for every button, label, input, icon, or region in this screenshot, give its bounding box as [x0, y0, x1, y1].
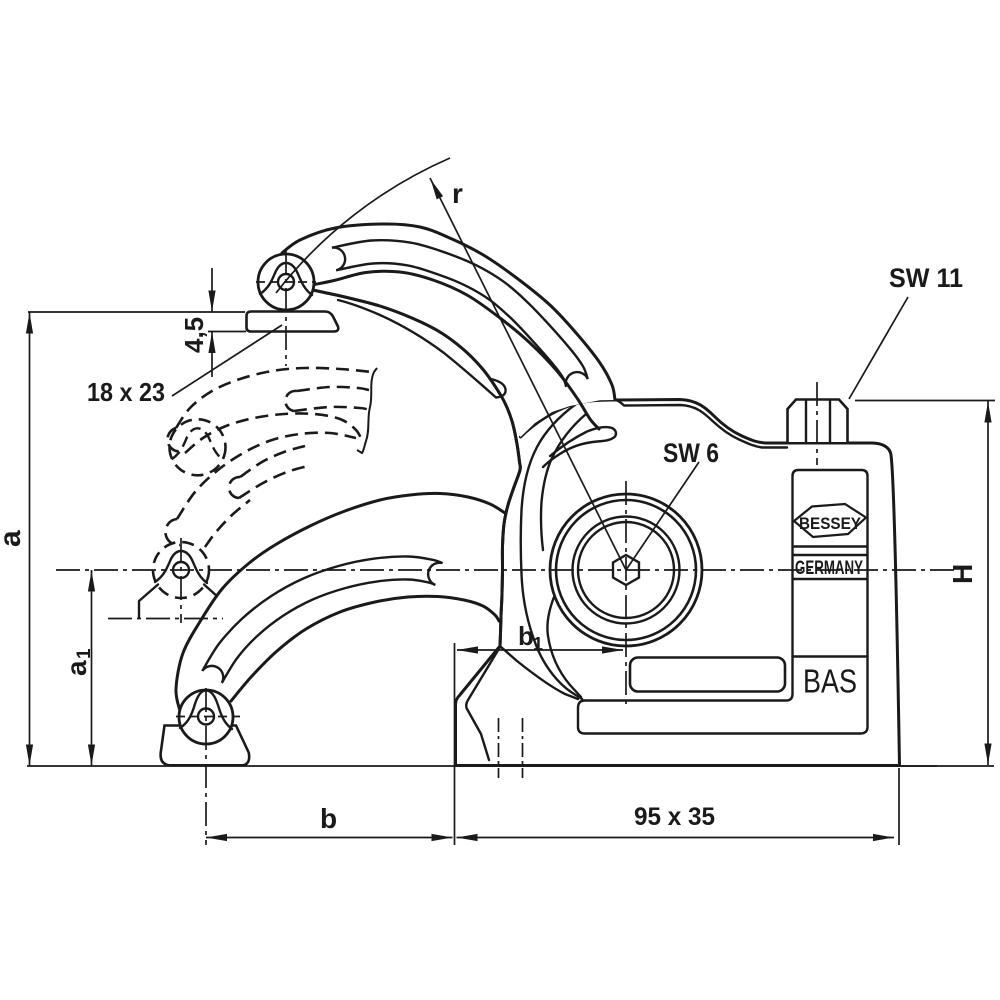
svg-text:1: 1	[533, 634, 543, 654]
svg-text:a: a	[0, 530, 27, 547]
svg-text:1: 1	[74, 648, 95, 659]
svg-text:b: b	[518, 621, 534, 651]
svg-text:GERMANY: GERMANY	[795, 558, 863, 579]
svg-text:a: a	[61, 660, 92, 676]
svg-text:BESSEY: BESSEY	[799, 514, 862, 533]
svg-text:H: H	[947, 564, 978, 584]
svg-text:18 x 23: 18 x 23	[87, 377, 165, 407]
svg-text:BAS: BAS	[803, 663, 857, 700]
svg-text:b: b	[320, 803, 337, 834]
svg-text:95 x 35: 95 x 35	[634, 803, 715, 831]
svg-text:SW 11: SW 11	[889, 263, 963, 293]
svg-text:SW 6: SW 6	[663, 438, 719, 468]
svg-text:4,5: 4,5	[179, 317, 209, 353]
svg-text:r: r	[452, 178, 463, 209]
